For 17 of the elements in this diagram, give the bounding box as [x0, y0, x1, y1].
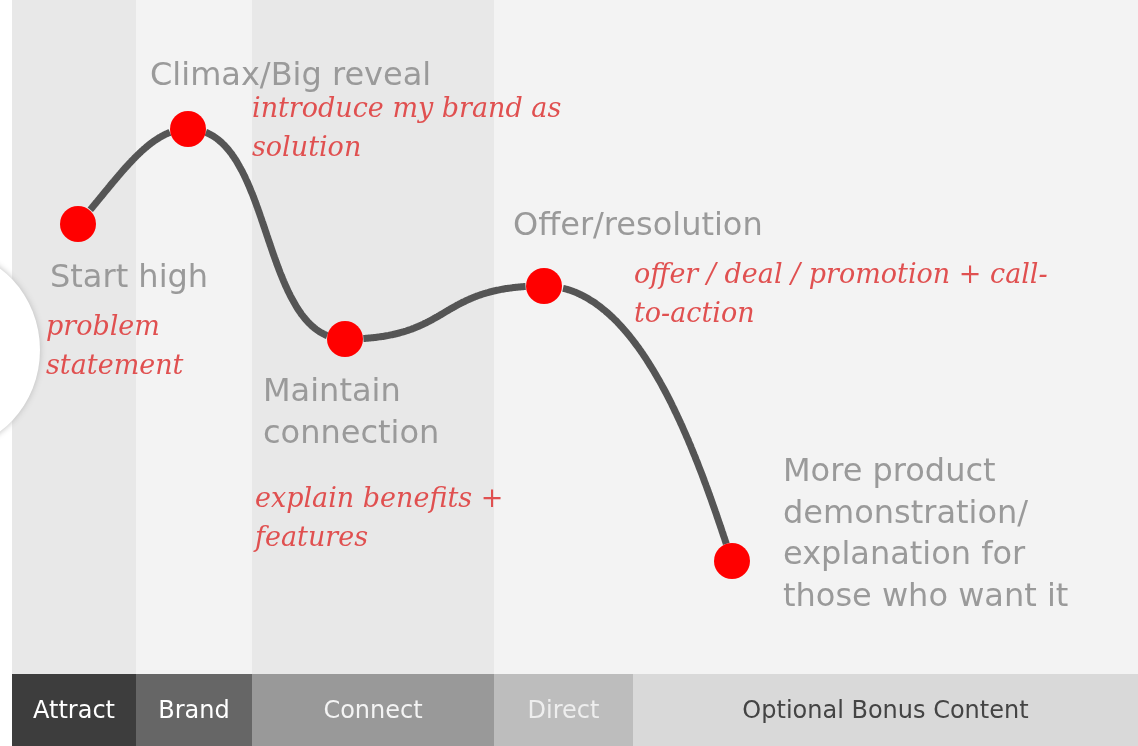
stage-label: Climax/Big reveal: [150, 54, 433, 95]
curve-line: [203, 129, 330, 339]
stage-label: More product demonstration/ explanation for those who want it: [783, 450, 1070, 616]
curve-line: [361, 283, 528, 342]
stage-label: Start high: [50, 256, 210, 297]
handwritten-note: explain benefits + features: [255, 481, 505, 555]
curve-line: [560, 284, 730, 546]
handwritten-note: offer / deal / promotion + call-to-action: [634, 257, 1049, 331]
handwritten-note: introduce my brand as solution: [252, 92, 563, 165]
stage-bar: Optional Bonus Content: [633, 674, 1138, 746]
stage-label: Maintain connection: [263, 370, 441, 453]
handwritten-note: problem statement: [46, 309, 185, 383]
stage-bar: Connect: [252, 674, 494, 746]
curve-line: [87, 129, 173, 213]
stage-bar: Attract: [12, 674, 136, 746]
stage-bar: Brand: [136, 674, 252, 746]
stage-label: Offer/resolution: [513, 204, 764, 245]
